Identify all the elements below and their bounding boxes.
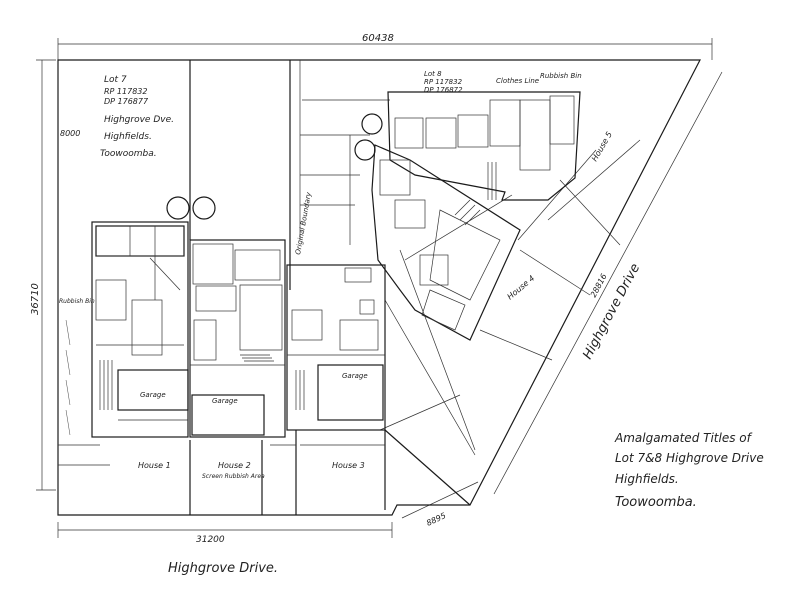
dimension-top: 60438 <box>57 33 713 60</box>
garage-2-label: Garage <box>212 397 238 405</box>
dimension-left: 36710 <box>30 59 56 491</box>
title-line3: Highfields. <box>615 472 679 486</box>
title-block: Amalgamated Titles of Lot 7&8 Highgrove … <box>614 431 764 510</box>
title-line1: Amalgamated Titles of <box>614 431 753 445</box>
lot-8-note: Lot 8 RP 117832 DP 176872 <box>424 70 463 94</box>
rubbish-area-label: Screen Rubbish Area <box>202 473 265 480</box>
garage-3-label: Garage <box>342 372 368 380</box>
boundary-hatching <box>65 319 71 436</box>
clothes-line-label: Clothes Line <box>496 77 539 85</box>
dimension-top-label: 60438 <box>362 33 394 44</box>
house-3-label: House 3 <box>332 461 365 470</box>
house-4-label: House 4 <box>506 274 537 302</box>
rubbish-bin-top-label: Rubbish Bin <box>540 72 582 80</box>
house-1-floorplan <box>91 221 189 438</box>
dimension-left-label: 36710 <box>30 283 41 315</box>
house-5-floorplan <box>387 91 581 201</box>
garage-1-label: Garage <box>140 391 166 399</box>
lot-7-line4: Highgrove Dve. <box>104 115 174 125</box>
original-boundary-label: Original Boundary <box>294 191 313 256</box>
house-5-label: House 5 <box>590 130 614 163</box>
lot-7-line3: DP 176877 <box>104 97 149 106</box>
site-boundary <box>57 59 701 516</box>
house-4-floorplan <box>371 144 521 341</box>
tree-circles <box>166 113 383 220</box>
house-2-label: House 2 <box>218 461 251 470</box>
lot-7-line5: Highfields. <box>104 132 152 142</box>
house-3-floorplan <box>286 264 386 431</box>
street-name-bottom: Highgrove Drive. <box>168 561 278 576</box>
dimension-corner-label: 8895 <box>425 511 447 528</box>
house-1-label: House 1 <box>138 461 171 470</box>
lot-8-line1: Lot 8 <box>424 70 442 78</box>
dimension-left-inner-label: 8000 <box>60 129 80 138</box>
lot-7-line1: Lot 7 <box>104 75 127 85</box>
lot-8-line2: RP 117832 <box>424 78 463 86</box>
house-2-floorplan <box>189 239 286 438</box>
lot-8-line3: DP 176872 <box>424 86 463 94</box>
dimension-bottom: 31200 <box>57 522 393 545</box>
lot-7-line6: Toowoomba. <box>100 149 157 159</box>
rubbish-bin-left-label: Rubbish Bin <box>59 298 95 305</box>
lot-7-line2: RP 117832 <box>104 87 147 96</box>
lot-7-note: Lot 7 RP 117832 DP 176877 Highgrove Dve.… <box>100 75 174 159</box>
dimension-diagonal-label: 28816 <box>589 272 609 299</box>
lot-lines <box>58 60 641 515</box>
dimension-bottom-label: 31200 <box>196 535 225 545</box>
title-line2: Lot 7&8 Highgrove Drive <box>615 451 764 465</box>
title-line4: Toowoomba. <box>615 495 697 510</box>
